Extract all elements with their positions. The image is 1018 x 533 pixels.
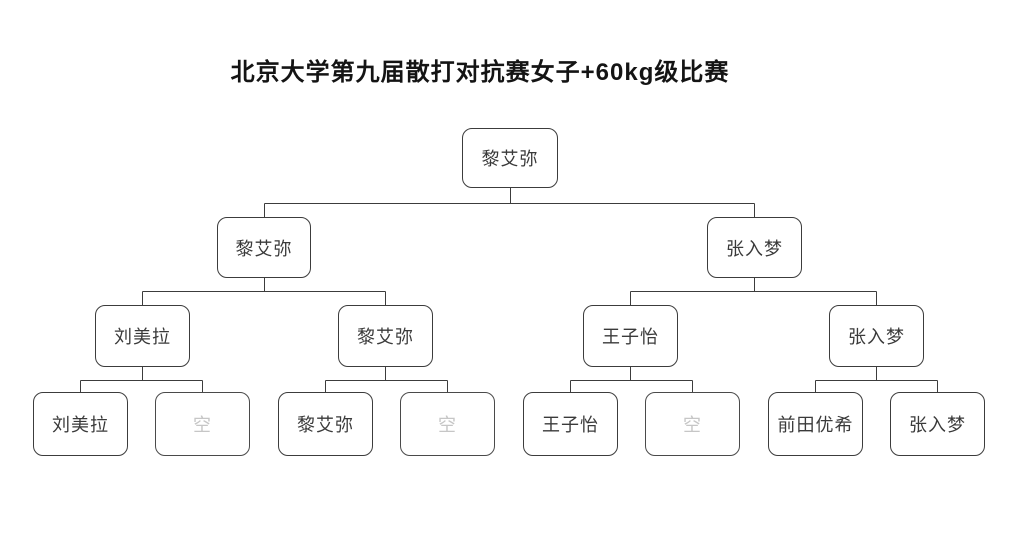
bracket-node-round1-2-bye: 空 bbox=[155, 392, 250, 456]
bracket-node-round1-1: 刘美拉 bbox=[33, 392, 128, 456]
bracket-node-quarterfinal-2: 黎艾弥 bbox=[338, 305, 433, 367]
competitor-name: 黎艾弥 bbox=[481, 149, 539, 169]
bracket-node-round1-5: 王子怡 bbox=[523, 392, 618, 456]
competitor-name: 空 bbox=[193, 415, 212, 435]
bracket-node-quarterfinal-3: 王子怡 bbox=[583, 305, 678, 367]
competitor-name: 刘美拉 bbox=[52, 415, 109, 435]
connector-semi2-quarters bbox=[630, 278, 877, 305]
competitor-name: 张入梦 bbox=[909, 415, 966, 435]
competitor-name: 空 bbox=[683, 415, 702, 435]
competitor-name: 王子怡 bbox=[602, 327, 659, 347]
competitor-name: 王子怡 bbox=[542, 415, 599, 435]
bracket-node-round1-3: 黎艾弥 bbox=[278, 392, 373, 456]
bracket-node-semifinal-2: 张入梦 bbox=[707, 217, 802, 278]
connector-quarter3-round1 bbox=[570, 367, 693, 392]
bracket-node-round1-8: 张入梦 bbox=[890, 392, 985, 456]
bracket-node-quarterfinal-1: 刘美拉 bbox=[95, 305, 190, 367]
competitor-name: 前田优希 bbox=[777, 415, 854, 435]
connector-quarter2-round1 bbox=[325, 367, 448, 392]
bracket-node-quarterfinal-4: 张入梦 bbox=[829, 305, 924, 367]
competitor-name: 张入梦 bbox=[726, 238, 783, 259]
connector-quarter1-round1 bbox=[80, 367, 203, 392]
competitor-name: 黎艾弥 bbox=[235, 238, 293, 259]
competitor-name: 刘美拉 bbox=[114, 327, 171, 347]
connector-quarter4-round1 bbox=[815, 367, 938, 392]
bracket-node-round1-6-bye: 空 bbox=[645, 392, 740, 456]
competitor-name: 空 bbox=[438, 415, 457, 435]
bracket-node-final: 黎艾弥 bbox=[462, 128, 558, 188]
bracket-node-round1-4-bye: 空 bbox=[400, 392, 495, 456]
competitor-name: 张入梦 bbox=[848, 327, 905, 347]
bracket-node-round1-7: 前田优希 bbox=[768, 392, 863, 456]
page-title: 北京大学第九届散打对抗赛女子+60kg级比赛 bbox=[230, 59, 730, 86]
connector-final-semis bbox=[264, 188, 755, 217]
competitor-name: 黎艾弥 bbox=[297, 415, 354, 435]
bracket-node-semifinal-1: 黎艾弥 bbox=[217, 217, 311, 278]
connector-semi1-quarters bbox=[142, 278, 386, 305]
competitor-name: 黎艾弥 bbox=[357, 327, 414, 347]
